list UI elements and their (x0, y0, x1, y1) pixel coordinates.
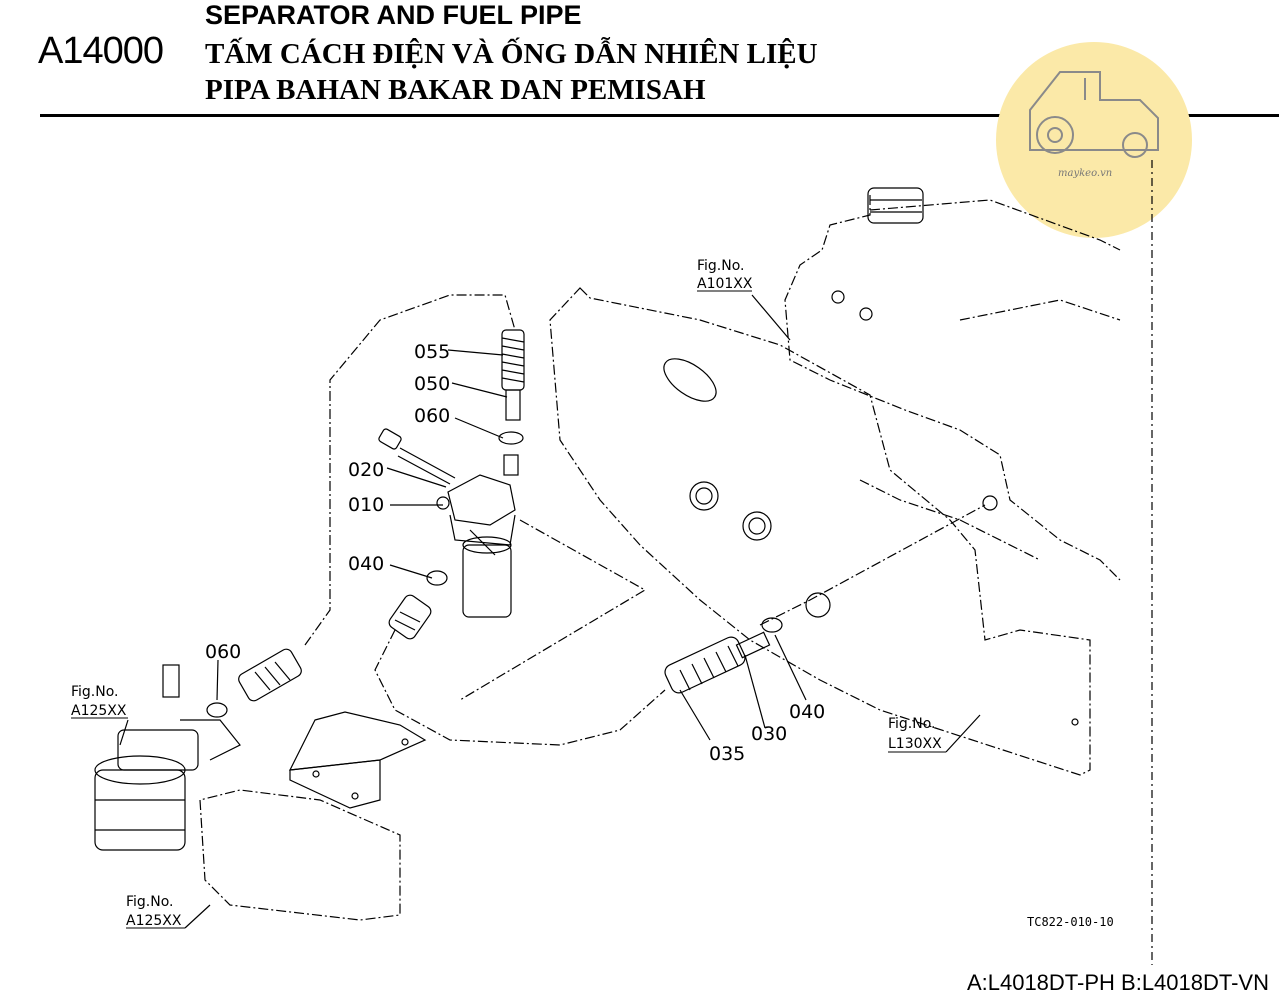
part-label: 035 (709, 743, 745, 765)
leader-lines (119, 294, 981, 929)
header-rule (40, 114, 1279, 117)
title-vietnamese: TẤM CÁCH ĐIỆN VÀ ỐNG DẪN NHIÊN LIỆU (205, 38, 818, 70)
hose-end-lower (388, 594, 432, 640)
mounting-bracket (288, 711, 427, 809)
figref-code: A101XX (697, 276, 753, 292)
figref-code: L130XX (888, 736, 942, 752)
fuel-hose-return (304, 294, 516, 646)
fuel-pipe-030 (735, 631, 771, 659)
clamp-040-upper (426, 570, 448, 586)
spring-guard-lower (238, 648, 302, 702)
part-label: 020 (348, 459, 384, 481)
part-label: 050 (414, 373, 450, 395)
filter-assembly (94, 664, 241, 851)
part-label: 060 (414, 405, 450, 427)
part-label: 040 (789, 701, 825, 723)
spring-guard-035 (664, 636, 746, 694)
fuel-pipe-050 (505, 389, 521, 421)
figref-line: Fig.No. (888, 716, 936, 732)
part-label: 040 (348, 553, 384, 575)
figref-line: Fig.No. (71, 684, 119, 700)
figref-code: A125XX (71, 703, 127, 719)
fuel-hose-supply (374, 629, 666, 746)
drawing-code: TC822-010-10 (1027, 915, 1114, 929)
part-label: 055 (414, 341, 450, 363)
lower-guard (199, 789, 401, 921)
figref-code: A125XX (126, 913, 182, 929)
fitting-nipple (503, 454, 519, 476)
section-code: A14000 (38, 30, 164, 72)
figure-references: Fig.No. A101XX Fig.No. A125XX Fig.No. A1… (71, 258, 946, 929)
part-label: 010 (348, 494, 384, 516)
spring-guard-055 (501, 329, 525, 391)
part-label: 060 (205, 641, 241, 663)
hose-to-tank (759, 504, 986, 626)
clamp-040-lower (761, 617, 783, 633)
separator-plate (549, 287, 1091, 776)
watermark-logo: maykeo.vn (996, 42, 1192, 238)
plate-holes (663, 358, 1079, 726)
fuel-separator-010 (436, 474, 516, 618)
model-applicability: A:L4018DT-PH B:L4018DT-VN (966, 970, 1269, 995)
bolt-020 (378, 428, 456, 485)
figref-line: Fig.No. (697, 258, 745, 274)
figref-line: Fig.No. (126, 894, 174, 910)
part-labels: 055 050 060 020 010 040 060 035 030 040 (205, 341, 825, 765)
title-english: SEPARATOR AND FUEL PIPE (205, 0, 582, 30)
clamp-060-upper (498, 431, 524, 445)
tank-fittings (831, 290, 998, 511)
title-malay: PIPA BAHAN BAKAR DAN PEMISAH (205, 74, 706, 106)
watermark-text: maykeo.vn (1058, 168, 1112, 179)
tank-filler-neck (867, 187, 924, 224)
part-label: 030 (751, 723, 787, 745)
fuel-tank (784, 195, 1121, 581)
clamp-060-lower (206, 702, 228, 718)
